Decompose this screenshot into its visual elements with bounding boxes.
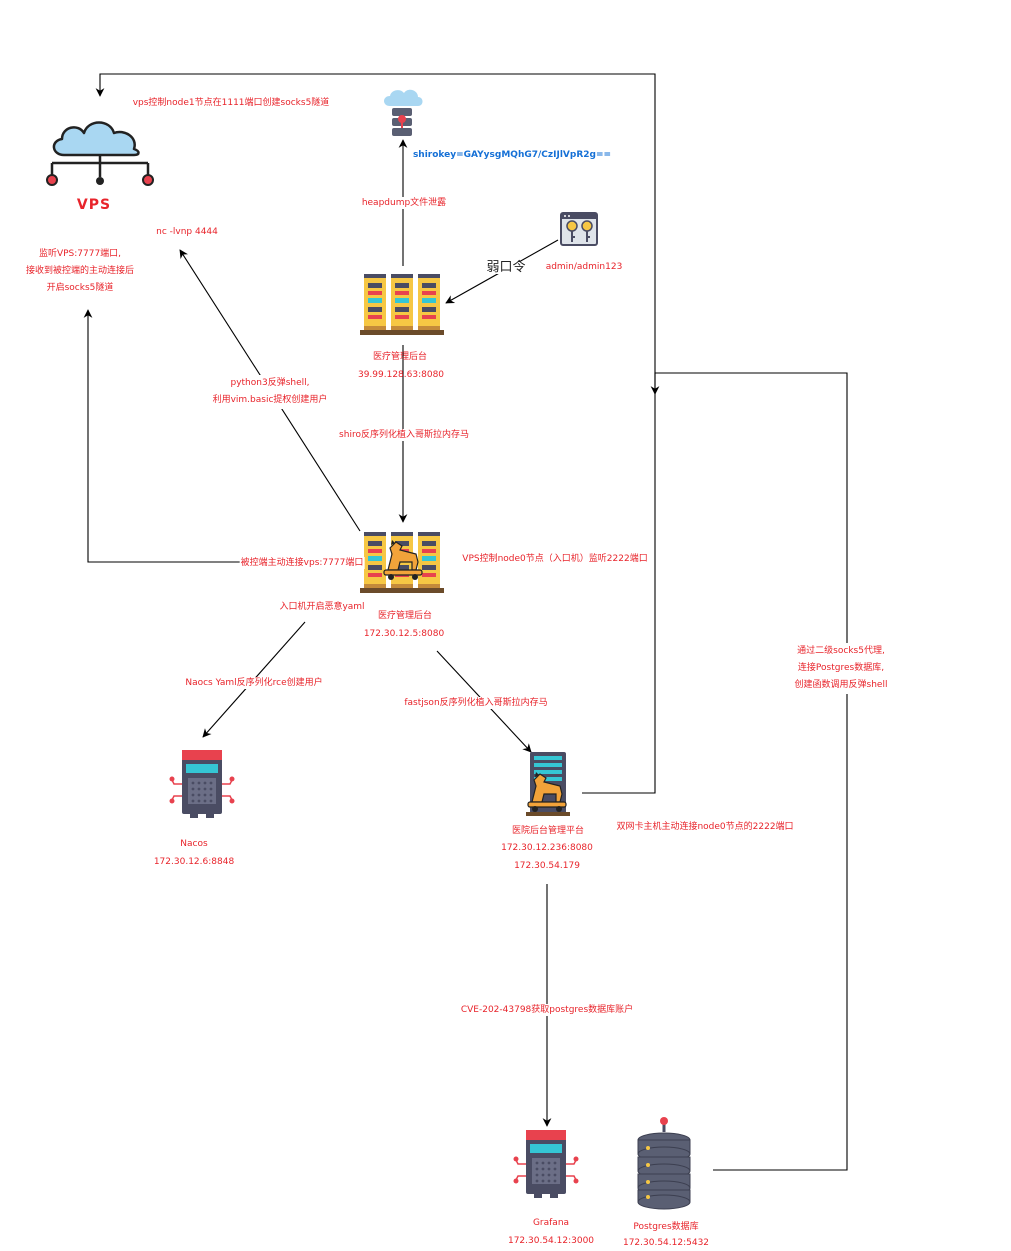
grafana-name: Grafana <box>532 1218 570 1228</box>
trojan-server-tower-icon <box>526 752 570 816</box>
chip-server-icon <box>168 749 236 819</box>
edge-postgres-to-loop <box>650 372 848 1171</box>
nacos-name: Nacos <box>180 839 208 849</box>
backend-public-address: 39.99.128.63:8080 <box>357 370 445 380</box>
fastjson-label: fastjson反序列化植入哥斯拉内存马 <box>403 697 549 709</box>
controlled-connect-label: 被控端主动连接vps:7777端口 <box>239 557 365 569</box>
shirokey-label: shirokey=GAYysgMQhG7/CzIJlVpR2g== <box>412 150 612 160</box>
vps-label: VPS <box>76 197 112 213</box>
dual-nic-label: 双网卡主机主动连接node0节点的2222端口 <box>616 822 794 832</box>
keys-icon <box>560 212 598 246</box>
chip-server-icon <box>512 1129 580 1199</box>
platform-address-1: 172.30.12.236:8080 <box>501 843 593 853</box>
backend-public-name: 医疗管理后台 <box>372 352 428 362</box>
vps-node0-label: VPS控制node0节点（入口机）监听2222端口 <box>462 554 648 564</box>
cve-label: CVE-202-43798获取postgres数据库账户 <box>459 1004 635 1016</box>
database-stack-icon <box>637 1117 691 1210</box>
edge-platform-to-vps <box>95 73 656 794</box>
postgres-name: Postgres数据库 <box>633 1222 699 1232</box>
backend-entry-name: 医疗管理后台 <box>377 611 433 621</box>
backend-entry-address: 172.30.12.5:8080 <box>363 629 445 639</box>
cloud-database-icon <box>384 89 423 136</box>
edge-entry-to-vps-listener <box>83 309 362 563</box>
vps-socks-node1-label: vps控制node1节点在1111端口创建socks5隧道 <box>132 98 330 108</box>
shiro-memshell-label: shiro反序列化植入哥斯拉内存马 <box>338 429 470 441</box>
weak-password-label: 弱口令 <box>485 260 527 275</box>
nacos-yaml-label: Naocs Yaml反序列化rce创建用户 <box>184 677 324 689</box>
python-shell-label: python3反弹shell, 利用vim.basic提权创建用户 <box>211 375 329 409</box>
socks-proxy-label: 通过二级socks5代理, 连接Postgres数据库, 创建函数调用反弹she… <box>793 643 889 694</box>
nacos-address: 172.30.12.6:8848 <box>153 857 235 867</box>
trojan-server-rack-icon <box>360 532 444 593</box>
postgres-address: 172.30.54.12:5432 <box>622 1238 710 1248</box>
heapdump-label: heapdump文件泄露 <box>360 197 448 209</box>
grafana-address: 172.30.54.12:3000 <box>507 1236 595 1246</box>
vps-listen-label: 监听VPS:7777端口, 接收到被控端的主动连接后 开启socks5隧道 <box>25 249 135 293</box>
entry-yaml-label: 入口机开启恶意yaml <box>279 602 365 612</box>
admin-credential-label: admin/admin123 <box>545 262 623 272</box>
platform-name: 医院后台管理平台 <box>511 826 585 836</box>
platform-address-2: 172.30.54.179 <box>514 861 580 871</box>
server-rack-icon <box>360 274 444 335</box>
cloud-network-icon <box>46 121 154 186</box>
nc-listen-label: nc -lvnp 4444 <box>156 227 218 237</box>
